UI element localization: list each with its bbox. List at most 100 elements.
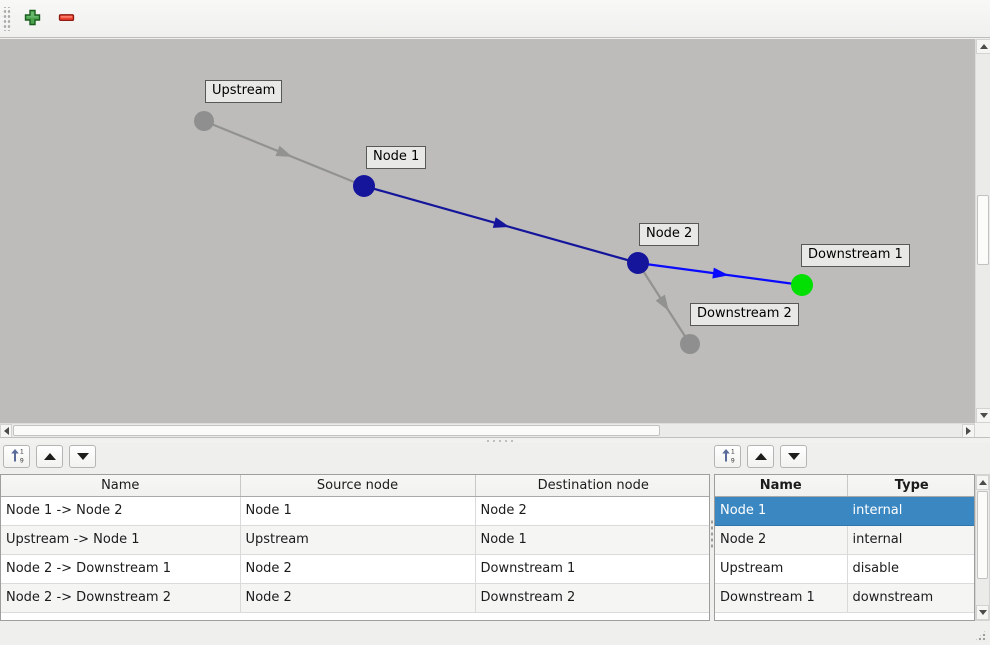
main-toolbar — [0, 0, 990, 38]
table-cell: Node 2 — [240, 554, 476, 584]
table-cell: Downstream 2 — [475, 583, 709, 613]
sort-nodes-button[interactable]: 1 9 — [714, 445, 741, 468]
table-cell: downstream — [847, 583, 974, 613]
canvas-horizontal-scrollbar[interactable] — [0, 423, 975, 438]
edge-arrow-icon — [492, 217, 510, 228]
table-cell: Upstream — [715, 554, 848, 584]
table-cell: Node 2 — [240, 583, 476, 613]
graph-node[interactable] — [353, 175, 375, 197]
graph-node-label[interactable]: Upstream — [205, 80, 283, 103]
graph-node-label[interactable]: Node 1 — [366, 146, 427, 169]
horizontal-scrollbar-thumb[interactable] — [13, 425, 660, 436]
scroll-up-button[interactable] — [976, 39, 990, 54]
svg-text:9: 9 — [20, 458, 24, 464]
move-node-down-button[interactable] — [780, 445, 807, 468]
graph-node[interactable] — [194, 111, 214, 131]
scroll-right-button[interactable] — [962, 424, 975, 438]
table-cell: internal — [847, 525, 974, 555]
sort-icon: 1 9 — [720, 447, 736, 466]
splitter-grip-icon — [485, 439, 515, 443]
edge-arrow-icon — [275, 145, 293, 157]
triangle-down-icon — [979, 413, 988, 418]
node-table-scrollbar-thumb[interactable] — [977, 491, 988, 579]
table-cell: Downstream 1 — [715, 583, 848, 613]
table-cell: Node 1 — [240, 496, 476, 526]
column-header[interactable]: Name — [1, 475, 241, 497]
node-table-scrollbar[interactable] — [975, 474, 990, 621]
table-cell: Node 1 — [475, 525, 709, 555]
move-edge-up-button[interactable] — [36, 445, 63, 468]
triangle-up-icon — [979, 44, 988, 49]
scroll-down-button[interactable] — [976, 408, 990, 423]
triangle-left-icon — [3, 427, 9, 435]
canvas-vertical-scrollbar[interactable] — [975, 39, 990, 423]
column-header[interactable]: Type — [847, 475, 974, 497]
scrollbar-corner — [975, 423, 990, 437]
svg-text:9: 9 — [731, 458, 735, 464]
table-cell: Node 2 — [475, 496, 709, 526]
table-cell: internal — [847, 496, 974, 526]
table-cell: Node 2 -> Downstream 1 — [1, 554, 241, 584]
toolbar-drag-handle[interactable] — [2, 6, 11, 31]
table-cell: Upstream -> Node 1 — [1, 525, 241, 555]
status-strip — [0, 621, 990, 645]
add-button[interactable] — [17, 4, 47, 34]
edge-arrow-icon — [712, 267, 729, 279]
scroll-left-button[interactable] — [0, 424, 12, 438]
bottom-panes: 1 9 1 9 — [0, 443, 990, 621]
column-header[interactable]: Source node — [240, 475, 476, 497]
horizontal-splitter[interactable] — [0, 437, 990, 443]
scroll-up-button[interactable] — [976, 475, 989, 490]
edge-arrow-icon — [655, 294, 669, 312]
graph-node[interactable] — [791, 274, 813, 296]
sort-edges-button[interactable]: 1 9 — [3, 445, 30, 468]
svg-text:1: 1 — [20, 449, 24, 456]
move-node-up-button[interactable] — [747, 445, 774, 468]
plus-icon — [24, 9, 41, 29]
vertical-scrollbar-thumb[interactable] — [977, 195, 989, 265]
column-header[interactable]: Destination node — [475, 475, 709, 497]
table-cell: Node 1 -> Node 2 — [1, 496, 241, 526]
down-triangle-icon — [787, 453, 800, 460]
up-triangle-icon — [754, 453, 767, 460]
minus-icon — [58, 9, 75, 29]
table-cell: Node 2 -> Downstream 2 — [1, 583, 241, 613]
resize-grip-icon[interactable] — [974, 629, 987, 642]
move-edge-down-button[interactable] — [69, 445, 96, 468]
table-cell: Node 2 — [715, 525, 848, 555]
up-triangle-icon — [43, 453, 56, 460]
graph-node-label[interactable]: Downstream 1 — [801, 244, 910, 267]
vertical-splitter[interactable] — [710, 474, 714, 621]
remove-button[interactable] — [51, 4, 81, 34]
table-cell: Node 1 — [715, 496, 848, 526]
sort-icon: 1 9 — [9, 447, 25, 466]
table-cell: disable — [847, 554, 974, 584]
graph-node-label[interactable]: Node 2 — [639, 223, 700, 246]
graph-node[interactable] — [627, 252, 649, 274]
graph-node-label[interactable]: Downstream 2 — [690, 303, 799, 326]
graph-node[interactable] — [680, 334, 700, 354]
svg-text:1: 1 — [731, 449, 735, 456]
table-cell: Upstream — [240, 525, 476, 555]
column-header[interactable]: Name — [715, 475, 848, 497]
triangle-right-icon — [966, 427, 971, 435]
edge-table-toolbar: 1 9 — [3, 445, 96, 468]
scroll-down-button[interactable] — [976, 605, 989, 620]
